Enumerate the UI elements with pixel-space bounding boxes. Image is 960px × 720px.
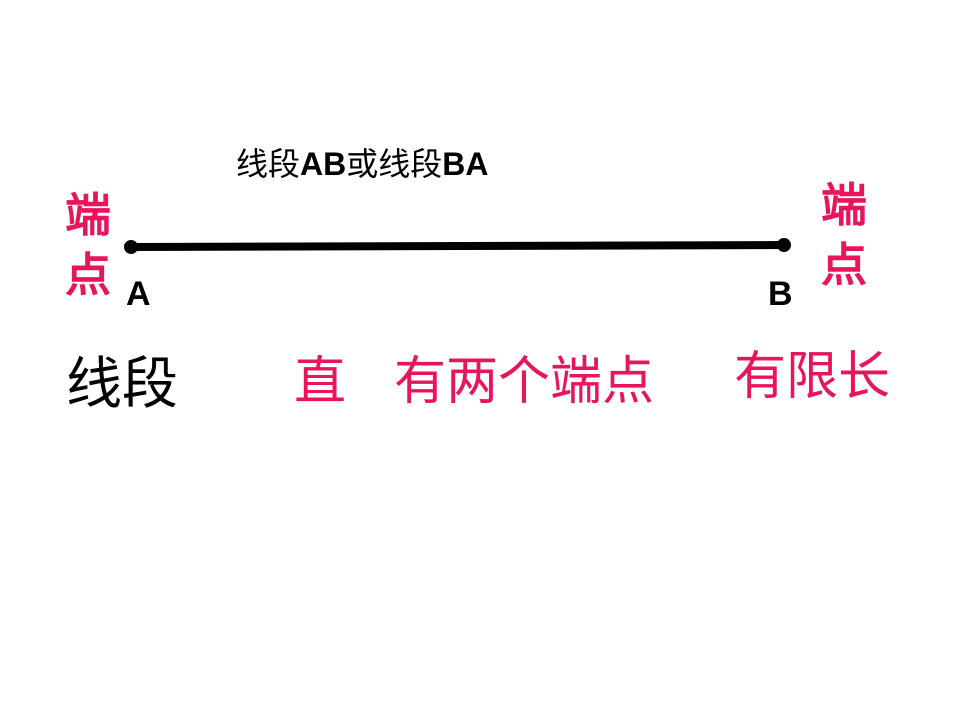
- point-a-label: A: [126, 275, 151, 313]
- point-b-dot: [777, 238, 791, 252]
- caption-ba: BA: [442, 146, 489, 182]
- segment-caption: 线段AB或线段BA: [236, 144, 488, 184]
- property-two-endpoints: 有两个端点: [394, 352, 655, 412]
- caption-ab: AB: [300, 146, 347, 182]
- term-segment: 线段: [66, 352, 178, 417]
- left-endpoint-label-bottom: 点: [65, 248, 111, 302]
- point-a-dot: [124, 240, 138, 254]
- right-endpoint-label-top: 端: [821, 178, 867, 232]
- right-endpoint-label-bottom: 点: [821, 238, 867, 292]
- segment-line: [127, 241, 788, 251]
- caption-or-segment: 或线段: [346, 145, 443, 183]
- caption-segment-word-1: 线段: [236, 145, 301, 183]
- point-b-label: B: [768, 275, 793, 313]
- left-endpoint-label-top: 端: [65, 188, 111, 242]
- property-straight: 直: [294, 352, 347, 412]
- property-finite-length: 有限长: [734, 347, 891, 407]
